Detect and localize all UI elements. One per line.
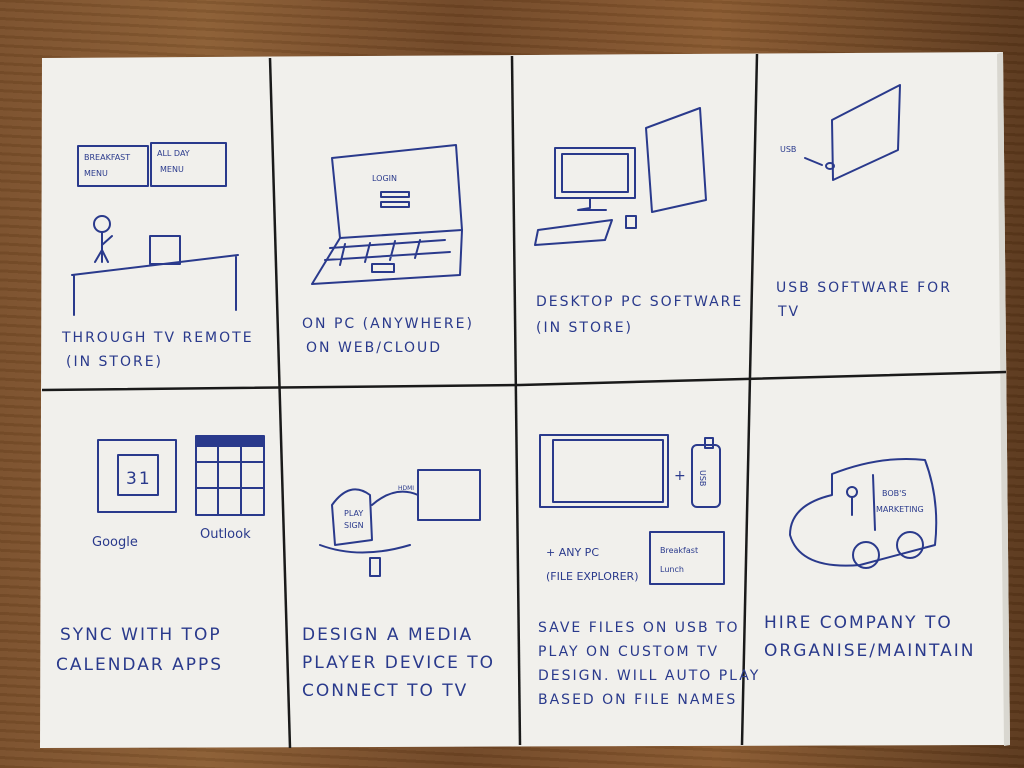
sketch-label: Lunch	[660, 565, 684, 574]
panel-grid-lines	[41, 53, 1007, 749]
caption: DESKTOP PC SOFTWARE	[536, 294, 743, 310]
sketch-label: MENU	[160, 165, 184, 174]
menu-screens-sketch	[71, 142, 239, 316]
sketch-stroke	[645, 107, 707, 213]
sketch-label: BOB'S	[882, 489, 906, 498]
sketch-label: ALL DAY	[157, 149, 190, 158]
sketch-label: (FILE EXPLORER)	[546, 570, 638, 583]
sketch-label: SIGN	[344, 521, 364, 530]
sketch-label: +	[674, 468, 688, 484]
caption: DESIGN. WILL AUTO PLAY	[538, 668, 760, 684]
sketch-stroke	[896, 531, 924, 559]
panel-calendar-sync: 31 Google Outlook SYNC WITH TOP CALENDAR…	[56, 435, 265, 675]
sketch-stroke	[831, 84, 901, 181]
caption: CONNECT TO TV	[302, 681, 468, 701]
panel-desktop-software: DESKTOP PC SOFTWARE (IN STORE)	[534, 107, 743, 336]
paper-sheet	[40, 52, 1010, 748]
sketch-label: + ANY PC	[546, 546, 599, 559]
sketch-label: Outlook	[200, 527, 251, 542]
sketch-stroke	[77, 145, 149, 187]
calendar-icons-sketch	[97, 435, 265, 516]
caption: DESIGN A MEDIA	[302, 625, 473, 645]
sketch-label: LOGIN	[372, 174, 397, 183]
sketch-stroke	[324, 239, 451, 266]
sketch-stroke	[997, 52, 1010, 746]
caption: SYNC WITH TOP	[60, 625, 222, 645]
panel-usb-software: USB USB SOFTWARE FOR TV	[776, 84, 952, 320]
sketch-stroke	[872, 474, 876, 531]
sketch-stroke	[97, 439, 177, 513]
sketch-stroke	[510, 55, 522, 746]
sketch-stroke	[554, 147, 636, 199]
caption: (IN STORE)	[536, 320, 633, 336]
caption: SAVE FILES ON USB TO	[538, 620, 740, 636]
sketch-stroke	[369, 557, 381, 577]
caption: BASED ON FILE NAMES	[538, 692, 737, 708]
sketch-label: MENU	[84, 169, 108, 178]
caption: USB SOFTWARE FOR	[776, 280, 952, 296]
sketch-stroke	[804, 157, 823, 166]
caption: PLAYER DEVICE TO	[302, 653, 495, 673]
caption: THROUGH TV REMOTE	[61, 330, 254, 346]
sketch-stroke	[625, 215, 637, 229]
sketch-stroke	[539, 434, 669, 508]
panel-tv-remote: BREAKFAST MENU ALL DAY MENU THROUGH TV R…	[61, 142, 254, 370]
tv-side-sketch	[804, 84, 901, 181]
sketch-label: USB	[698, 470, 707, 486]
sketch-label: HDMI	[398, 485, 414, 492]
sketch-stroke	[380, 191, 410, 198]
sketch-label: Breakfast	[660, 546, 698, 555]
sketch-stroke	[331, 488, 373, 546]
sketch-stroke	[319, 544, 411, 554]
sketch-stroke	[380, 201, 410, 208]
sketch-stroke	[371, 263, 395, 273]
sketch-stroke	[789, 457, 938, 567]
sketch-label: PLAY	[344, 509, 363, 518]
sketch-stroke	[740, 53, 759, 746]
sketch-stroke	[561, 153, 629, 193]
sketch-label: MARKETING	[876, 505, 924, 514]
panel-web-cloud: LOGIN ON PC (ANYWHERE) ON WEB/CLOUD	[302, 144, 474, 356]
caption: HIRE COMPANY TO	[764, 613, 953, 633]
sketch-label: 31	[126, 469, 152, 489]
sketch-stroke	[41, 370, 1007, 392]
van-sketch	[789, 457, 938, 569]
sketch-stroke	[94, 231, 113, 263]
sketch-stroke	[195, 439, 265, 516]
panel-usb-files: + USB + ANY PC (FILE EXPLORER) Breakfast…	[538, 434, 760, 708]
sketch-stroke	[195, 435, 265, 447]
panel-hire-company: BOB'S MARKETING HIRE COMPANY TO ORGANISE…	[764, 457, 975, 661]
sketch-label: Google	[92, 535, 138, 550]
sketch-stroke	[117, 454, 159, 496]
sketch-stroke	[71, 254, 239, 316]
sketch-stroke	[552, 439, 664, 503]
laptop-sketch	[311, 144, 463, 285]
sketch-stroke	[852, 541, 880, 569]
media-player-sketch	[319, 469, 481, 577]
sketch-label: BREAKFAST	[84, 153, 130, 162]
panel-media-player: PLAY SIGN HDMI DESIGN A MEDIA PLAYER DEV…	[302, 469, 495, 701]
caption: PLAY ON CUSTOM TV	[538, 644, 719, 660]
caption: (IN STORE)	[66, 354, 163, 370]
caption: ON PC (ANYWHERE)	[302, 316, 474, 332]
sketch-stroke	[311, 229, 463, 285]
sketch-stroke	[704, 437, 714, 449]
caption: ORGANISE/MAINTAIN	[764, 641, 975, 661]
sketch-stroke	[649, 531, 725, 585]
sketch-stroke	[534, 197, 613, 246]
desktop-pc-sketch	[534, 107, 707, 246]
sketch-stroke	[268, 57, 292, 749]
sketch-label: USB	[780, 145, 796, 154]
sketch-stroke	[825, 162, 835, 170]
sketch-stroke	[150, 142, 227, 187]
caption: ON WEB/CLOUD	[306, 340, 442, 356]
sketch-stroke	[371, 490, 419, 506]
tv-usb-sketch	[539, 434, 725, 585]
caption: CALENDAR APPS	[56, 655, 223, 675]
caption: TV	[777, 304, 800, 320]
